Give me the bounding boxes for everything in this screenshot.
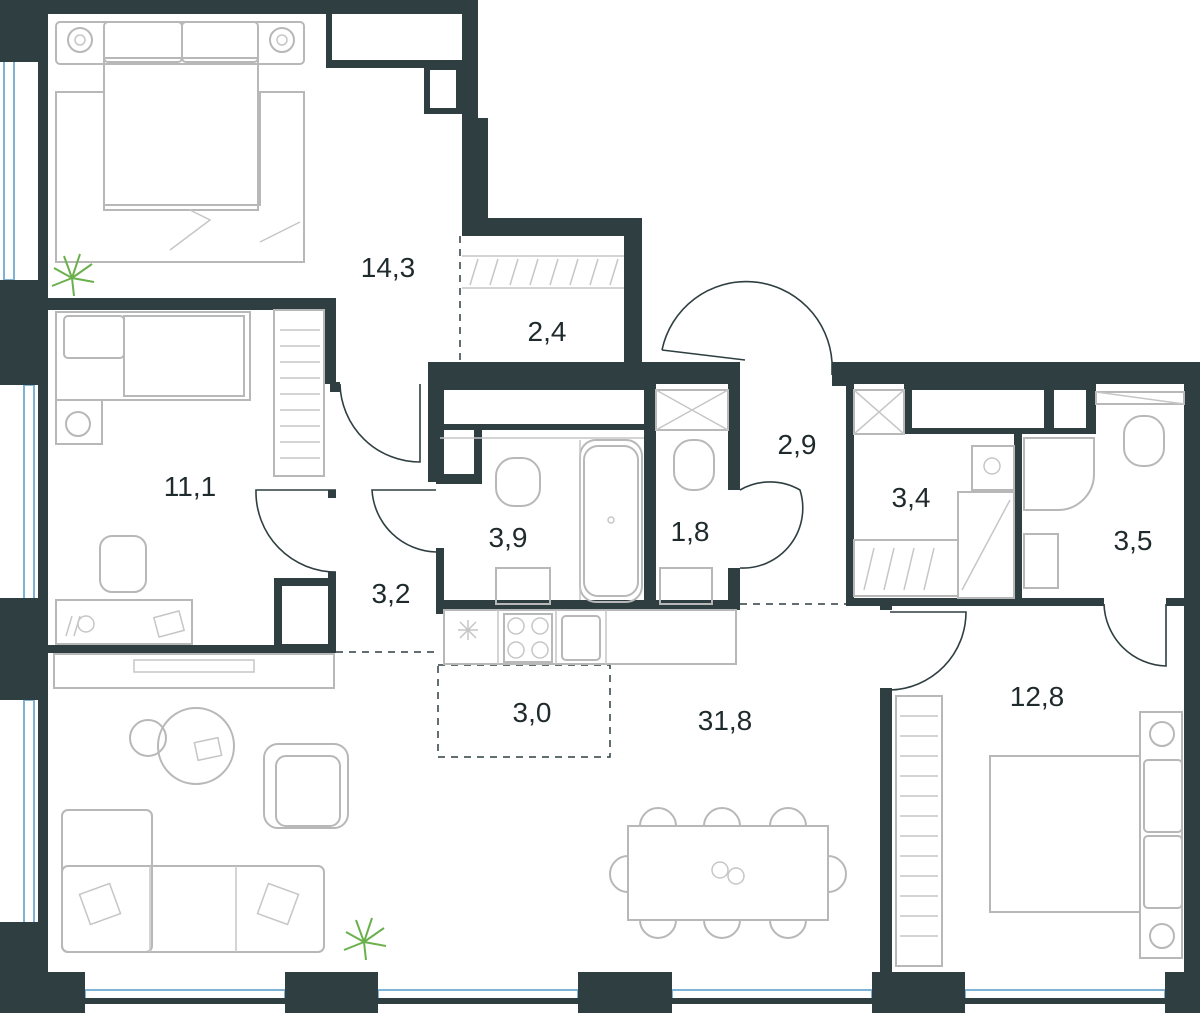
area-label-hallway-left: 3,2 bbox=[372, 578, 411, 609]
area-label-storage: 2,4 bbox=[528, 316, 567, 347]
living-furniture bbox=[53, 653, 349, 953]
zone-boundaries bbox=[336, 236, 846, 758]
area-label-laundry: 3,4 bbox=[892, 482, 931, 513]
area-labels: 14,3 2,4 11,1 3,2 3,9 1,8 2,9 3,4 3,5 3,… bbox=[164, 252, 1153, 736]
kitchen-counter bbox=[443, 609, 737, 665]
bed-left bbox=[55, 309, 325, 645]
area-label-bedroom-right: 12,8 bbox=[1010, 681, 1065, 712]
wc-fixtures bbox=[655, 389, 729, 605]
area-label-bedroom-top: 14,3 bbox=[361, 252, 416, 283]
area-label-wc: 1,8 bbox=[671, 516, 710, 547]
dining-table bbox=[609, 807, 847, 939]
shower-fixtures bbox=[1023, 391, 1185, 589]
bed-top bbox=[55, 21, 305, 263]
area-label-kitchen-niche: 3,0 bbox=[513, 697, 552, 728]
storage-shelves bbox=[462, 255, 624, 289]
plant-icon bbox=[51, 253, 387, 961]
area-label-bedroom-left: 11,1 bbox=[164, 471, 216, 502]
area-label-hallway-center: 2,9 bbox=[778, 429, 817, 460]
area-label-shower-room: 3,5 bbox=[1114, 525, 1153, 556]
doors bbox=[255, 280, 1167, 691]
laundry-fixtures bbox=[853, 389, 1015, 599]
bed-right bbox=[895, 695, 1183, 967]
area-label-bathroom: 3,9 bbox=[489, 522, 528, 553]
bathroom-fixtures bbox=[440, 437, 644, 605]
area-label-living-kitchen: 31,8 bbox=[698, 705, 753, 736]
